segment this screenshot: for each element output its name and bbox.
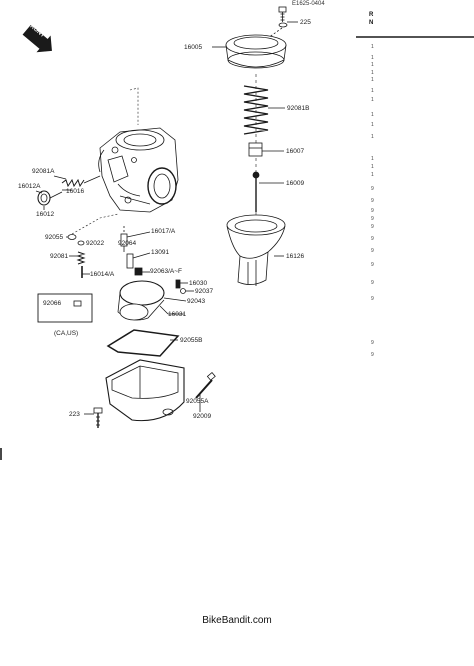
washer-92022-icon — [77, 240, 85, 246]
part-label-223: 223 — [69, 411, 80, 418]
part-label-92081a: 92081A — [32, 168, 55, 175]
edge-fragment: 9 — [371, 340, 374, 346]
jet-needle-16009-icon — [252, 171, 284, 212]
top-cap-16005-icon — [212, 34, 287, 69]
part-label-16016: 16016 — [66, 188, 85, 195]
callout-note: (CA,US) — [54, 330, 79, 337]
carburetor-body-icon — [98, 127, 179, 213]
jet-16017a-icon — [120, 226, 151, 252]
part-label-92063af: 92063/A~F — [150, 268, 182, 275]
footer-brand: BikeBandit.com — [202, 615, 272, 626]
edge-fragment: 9 — [371, 216, 374, 222]
part-label-92009: 92009 — [193, 413, 212, 420]
main-jet-92063-icon — [134, 267, 150, 276]
edge-fragment: 1 — [371, 134, 374, 140]
screw-225-icon — [278, 6, 298, 28]
drain-screw-92009-icon — [195, 371, 216, 412]
edge-fragment: 1 — [371, 156, 374, 162]
edge-fragment: 1 — [371, 172, 374, 178]
part-label-16005: 16005 — [184, 44, 203, 51]
edge-fragment: 9 — [371, 352, 374, 358]
part-label-16012: 16012 — [36, 211, 55, 218]
part-label-92043: 92043 — [187, 298, 206, 305]
edge-fragment: 9 — [371, 296, 374, 302]
screw-223-icon — [84, 407, 103, 428]
part-label-92037: 92037 — [195, 288, 214, 295]
edge-fragment: 1 — [371, 62, 374, 68]
spring-92081-icon — [69, 251, 86, 265]
diagram-ref-code: E1625-0404 — [292, 1, 325, 7]
pilot-screw-16012-icon — [35, 190, 63, 210]
edge-fragment: 9 — [371, 208, 374, 214]
edge-fragment: 1 — [371, 77, 374, 83]
edge-fragment: 1 — [371, 55, 374, 61]
callout-box-92066 — [37, 293, 93, 323]
front-arrow-icon — [22, 24, 52, 53]
pin-92037-icon — [180, 288, 194, 294]
part-label-16030: 16030 — [189, 280, 208, 287]
part-label-92022: 92022 — [86, 240, 105, 247]
part-label-16007: 16007 — [286, 148, 305, 155]
edge-fragment: 9 — [371, 186, 374, 192]
part-label-16014a: 16014/A — [90, 271, 115, 278]
part-label-16031: 16031 — [168, 311, 187, 318]
vacuum-piston-16126-icon — [226, 214, 286, 286]
edge-fragment: 1 — [371, 44, 374, 50]
edge-fragment: 1 — [371, 164, 374, 170]
needle-jet-13091-icon — [126, 252, 151, 269]
part-label-16126: 16126 — [286, 253, 305, 260]
edge-fragment: 9 — [371, 224, 374, 230]
part-label-92081: 92081 — [50, 253, 69, 260]
o-ring-92055-icon — [66, 234, 77, 240]
spring-92081b-icon — [243, 85, 285, 135]
part-label-92055b: 92055B — [180, 337, 203, 344]
needle-holder-16007-icon — [248, 142, 284, 157]
part-label-16017a: 16017/A — [151, 228, 176, 235]
float-valve-16030-icon — [175, 279, 188, 289]
edge-fragment: 1 — [371, 112, 374, 118]
edge-fragment: 1 — [371, 122, 374, 128]
float-16031-icon — [117, 280, 187, 321]
spring-92081a-icon — [53, 175, 101, 188]
edge-fragment: 1 — [371, 70, 374, 76]
gasket-92055b-icon — [106, 329, 180, 357]
part-label-92081b: 92081B — [287, 105, 310, 112]
part-label-16012a: 16012A — [18, 183, 41, 190]
screw-16014a-icon — [81, 266, 90, 278]
edge-fragment: 9 — [371, 262, 374, 268]
edge-fragment: 1 — [371, 97, 374, 103]
part-label-92055: 92055 — [45, 234, 64, 241]
edge-fragment: 9 — [371, 236, 374, 242]
part-label-13091: 13091 — [151, 249, 170, 256]
edge-fragment: 1 — [371, 88, 374, 94]
float-bowl-icon — [105, 359, 185, 422]
part-label-92055a: 92055A — [186, 398, 209, 405]
edge-letter-n: N — [369, 20, 374, 26]
part-label-92066: 92066 — [43, 300, 62, 307]
part-label-225: 225 — [300, 19, 311, 26]
edge-fragment: 9 — [371, 280, 374, 286]
edge-fragment: 9 — [371, 198, 374, 204]
edge-letter-r: R — [369, 12, 374, 18]
edge-fragment: 9 — [371, 248, 374, 254]
part-label-92064: 92064 — [118, 240, 137, 247]
part-label-16009: 16009 — [286, 180, 305, 187]
